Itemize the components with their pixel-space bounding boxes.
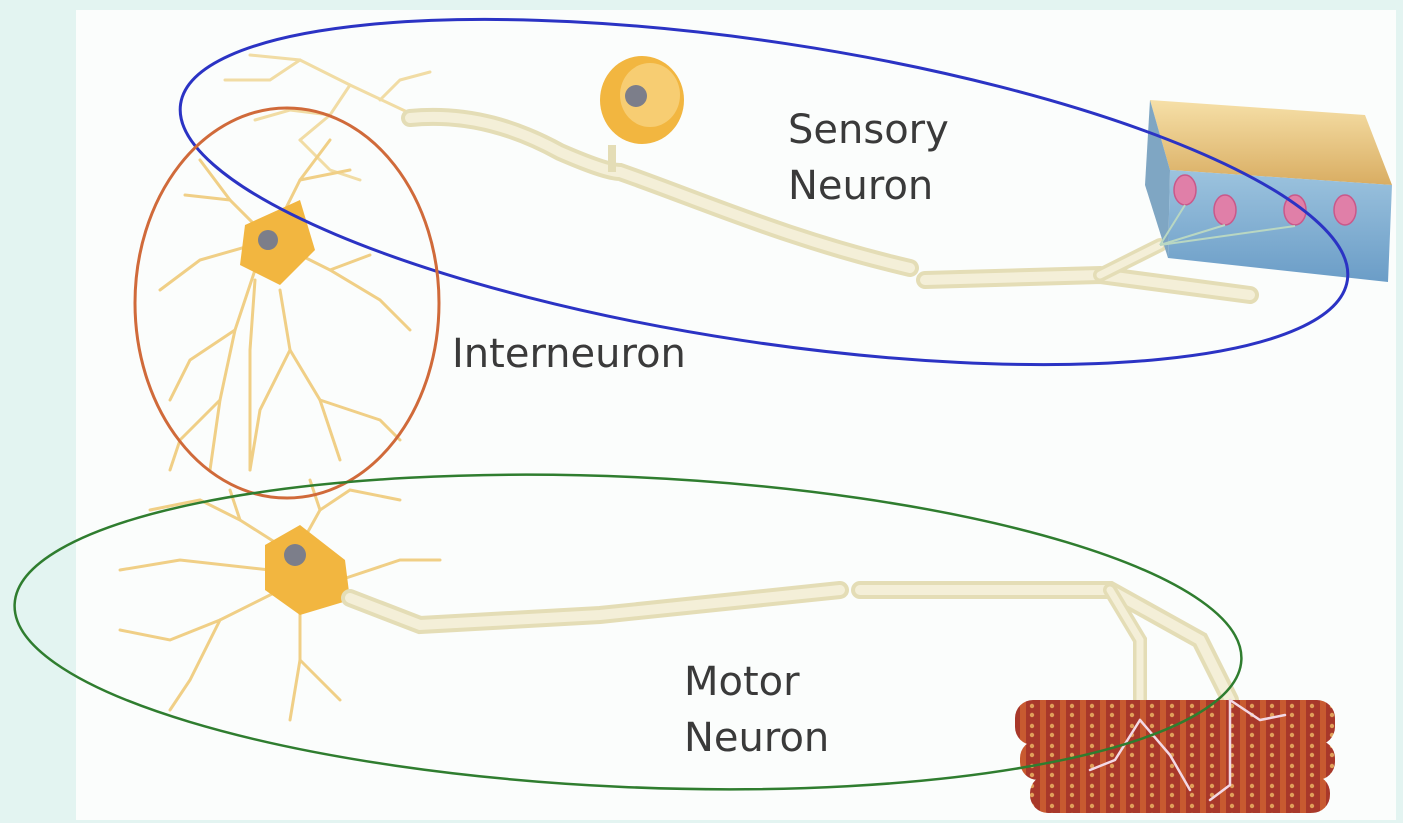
motor-label-line1: Motor	[684, 659, 800, 705]
interneuron-label: Interneuron	[452, 331, 686, 377]
sensory-label-line1: Sensory	[788, 107, 949, 153]
skin-block-icon	[1145, 100, 1392, 282]
sensory-nucleus	[625, 85, 647, 107]
interneuron-nucleus	[258, 230, 278, 250]
sensory-label-line2: Neuron	[788, 163, 933, 209]
muscle-fiber-icon	[1015, 700, 1335, 813]
motor-label-line2: Neuron	[684, 715, 829, 761]
motor-nucleus	[284, 544, 306, 566]
